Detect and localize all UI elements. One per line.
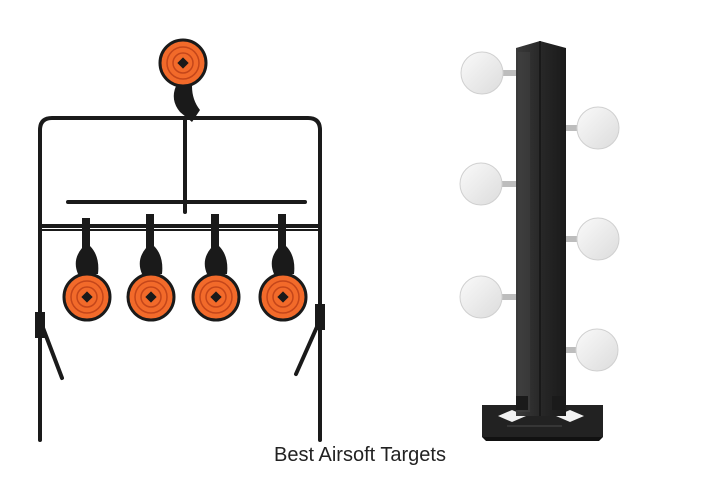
frame-outline (38, 116, 322, 442)
spinner-target-4 (258, 214, 308, 322)
dueling-tree-tower (459, 41, 620, 441)
lower-targets (62, 214, 308, 322)
right-plates (566, 106, 620, 372)
caption: Best Airsoft Targets (274, 444, 446, 466)
tower-column (516, 41, 566, 416)
spinner-target-3 (191, 214, 241, 322)
top-reset-target (158, 38, 208, 122)
spinner-target-1 (62, 218, 112, 322)
spinner-target-2 (126, 214, 176, 322)
left-plates (459, 51, 518, 319)
